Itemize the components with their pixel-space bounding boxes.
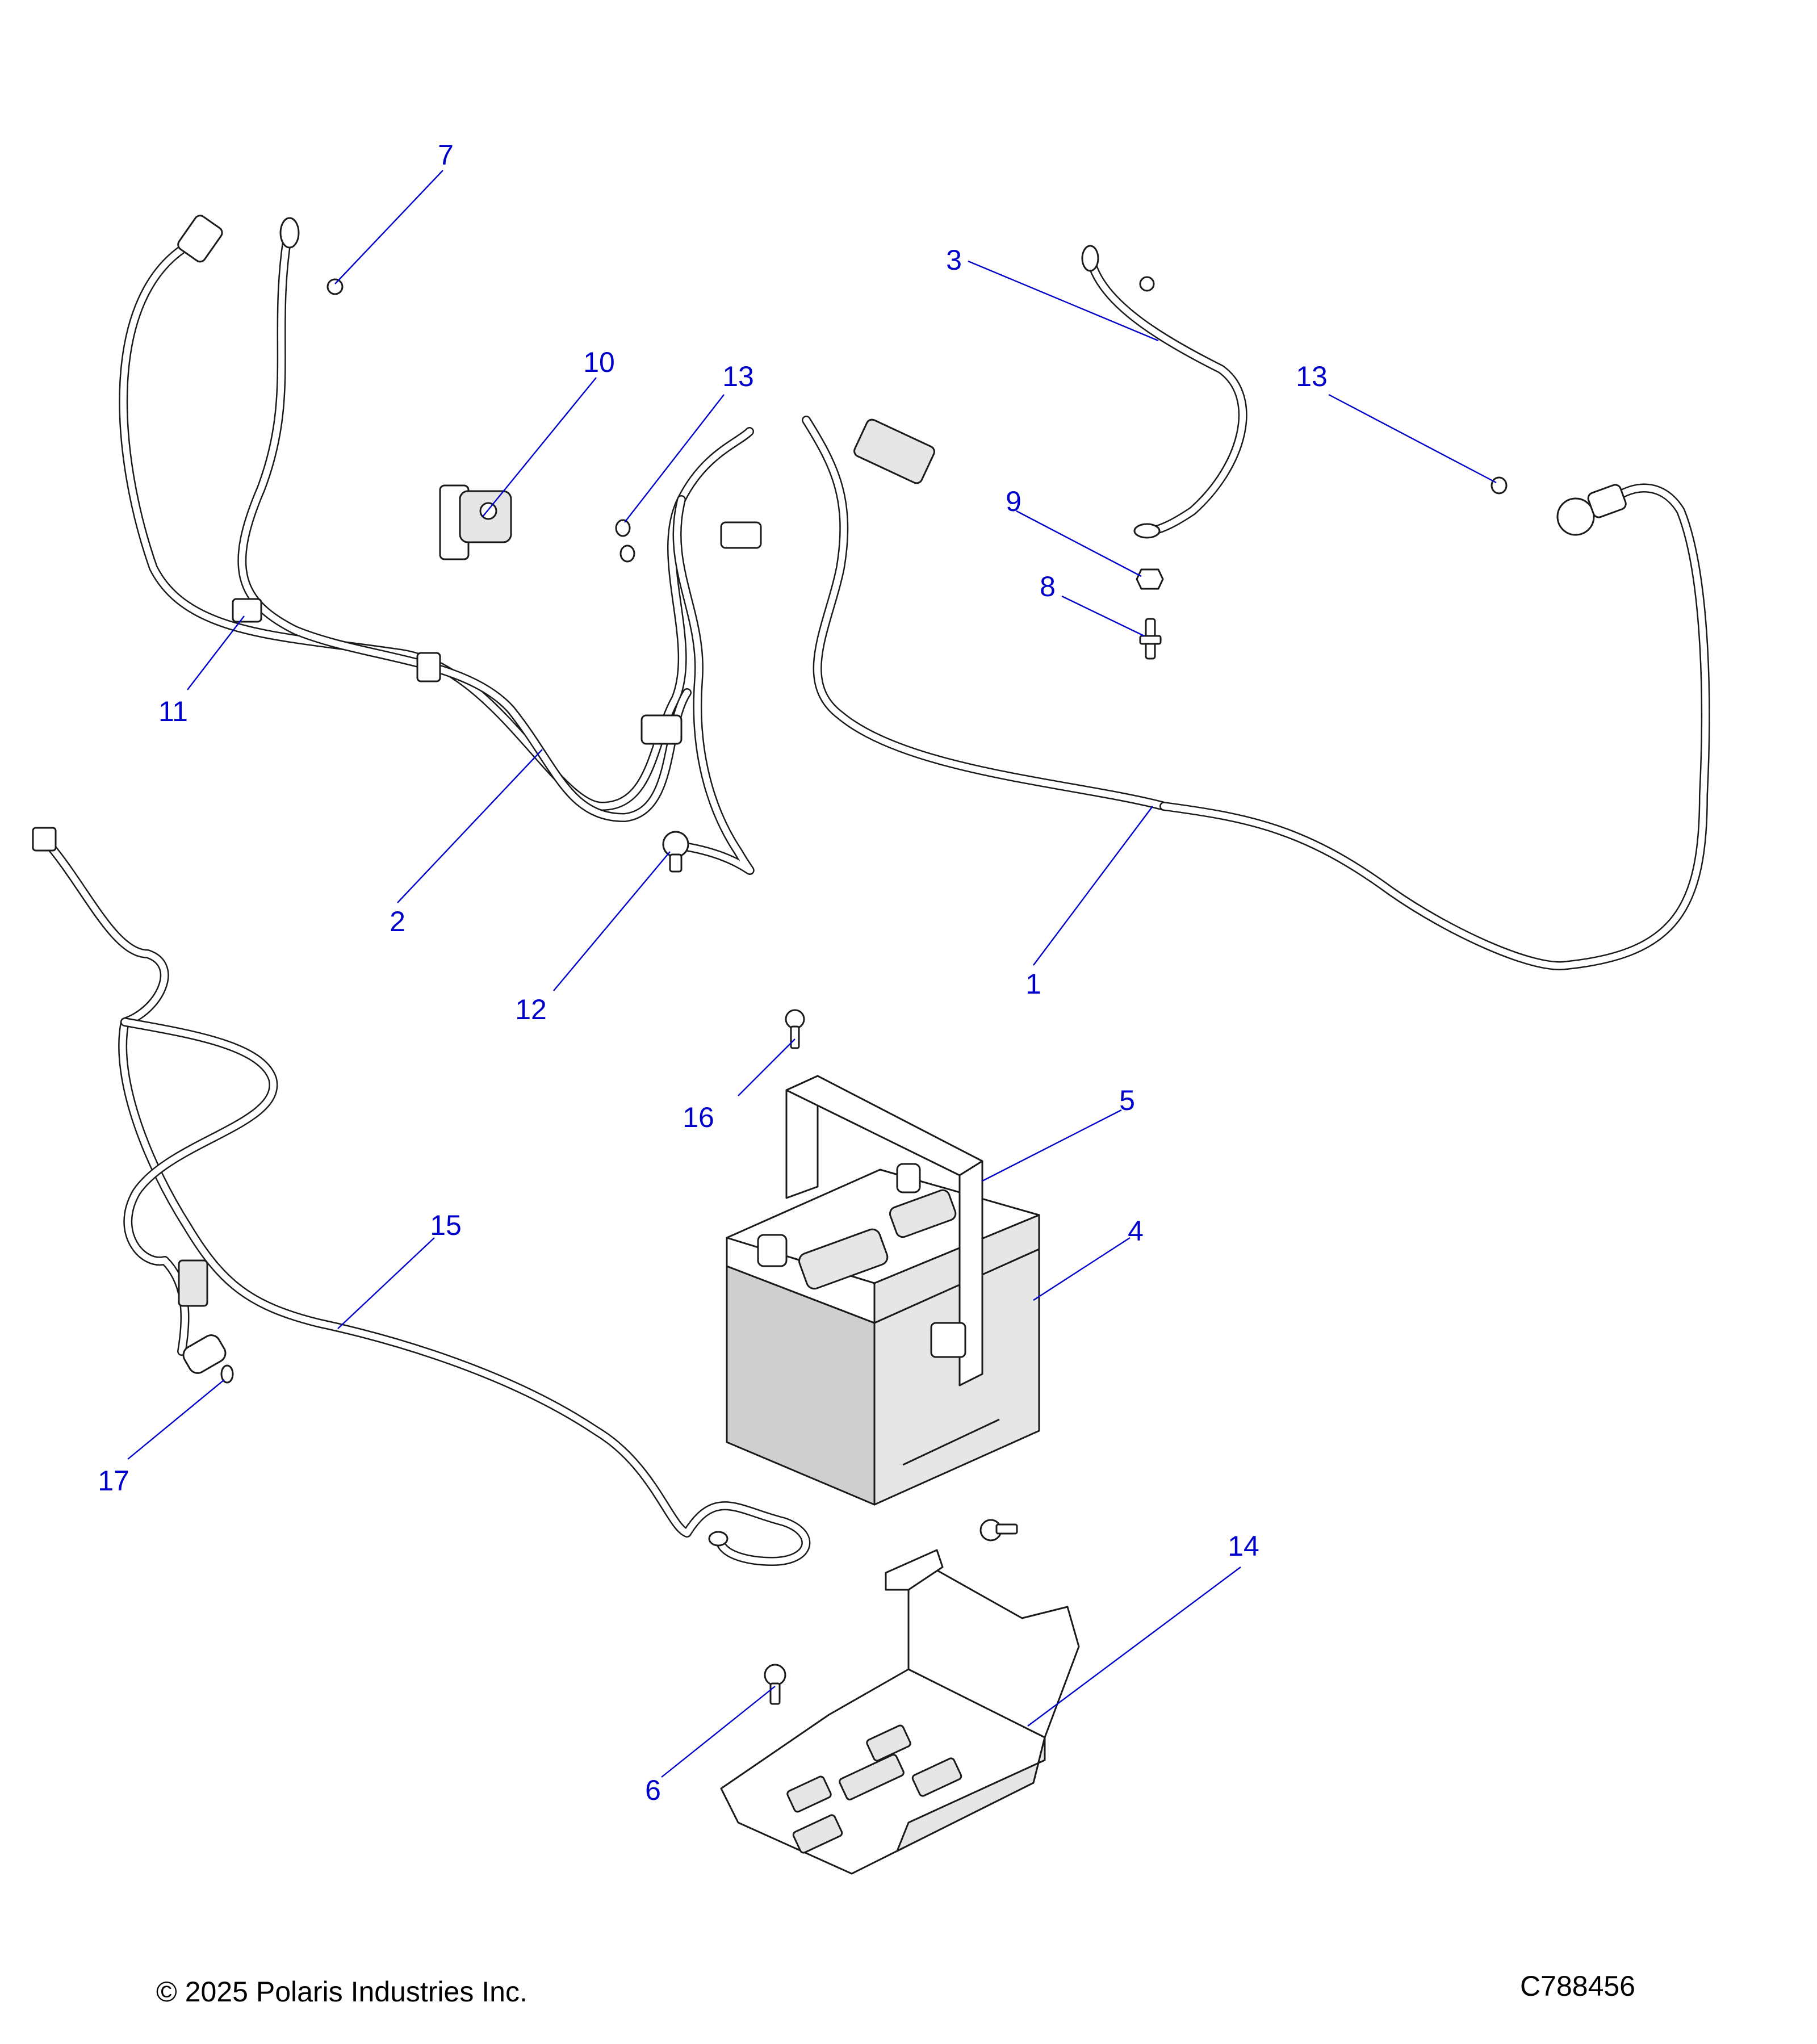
leader-8: [1061, 595, 1145, 637]
callout-16: 16: [683, 1101, 714, 1133]
leader-3: [968, 260, 1159, 342]
callout-17: 17: [98, 1465, 129, 1497]
callout-6: 6: [645, 1774, 661, 1806]
leader-4: [1033, 1237, 1131, 1301]
harness-cable-15: [32, 827, 811, 1566]
bolt-8: [1139, 618, 1162, 660]
relay-10: [439, 484, 512, 560]
leader-5: [982, 1109, 1122, 1182]
leader-12: [553, 851, 671, 991]
callout-8: 8: [1040, 571, 1056, 602]
footer: © 2025 Polaris Industries Inc. C788456: [156, 1970, 1635, 2008]
screw-6: [764, 1664, 786, 1705]
battery-4: [726, 1163, 1040, 1506]
leader-17: [127, 1379, 225, 1460]
callout-4: 4: [1128, 1215, 1144, 1247]
nut-7: [326, 278, 344, 295]
leader-14: [1027, 1566, 1241, 1727]
battery-tray-14: [720, 1549, 1080, 1875]
callout-14: 14: [1228, 1530, 1259, 1562]
callout-13-right: 13: [1296, 361, 1328, 392]
leader-2: [397, 749, 543, 903]
nut-9: [1136, 568, 1164, 590]
screw-top-bracket: [979, 1519, 1018, 1542]
nut-13-left-b: [619, 544, 635, 563]
harness-cable-2: [119, 215, 1169, 876]
leader-9: [1016, 510, 1142, 577]
nut-13-left-a: [615, 519, 631, 537]
battery-cable-1: [1159, 483, 1710, 970]
callout-10: 10: [583, 346, 615, 378]
copyright-text: © 2025 Polaris Industries Inc.: [156, 1976, 527, 2008]
leader-6: [661, 1686, 776, 1778]
nut-13-right: [1491, 476, 1508, 495]
hardware: [220, 278, 1508, 1705]
callout-12: 12: [515, 994, 547, 1025]
callout-3: 3: [946, 244, 962, 276]
screw-16: [785, 1009, 805, 1049]
diagram-id: C788456: [1520, 1970, 1635, 2002]
leader-10: [482, 377, 597, 517]
leader-1: [1033, 806, 1153, 966]
ground-cable-3: [1081, 245, 1247, 539]
callout-7: 7: [438, 139, 454, 171]
callout-labels: 1 2 3 4 5 6 7 8 9 10 11 12 13 13 14 15 1…: [98, 139, 1328, 1806]
callout-5: 5: [1119, 1084, 1135, 1116]
fastener-12: [662, 831, 689, 873]
leader-16: [738, 1038, 796, 1096]
callout-1: 1: [1025, 968, 1041, 1000]
callout-15: 15: [430, 1209, 462, 1241]
leader-15: [337, 1237, 435, 1329]
callout-9: 9: [1006, 485, 1021, 517]
callout-11: 11: [158, 696, 188, 727]
hold-down-strap-5: [785, 1075, 983, 1387]
callout-2: 2: [390, 906, 405, 937]
leader-11: [187, 615, 245, 690]
leader-13b: [1328, 393, 1497, 484]
leader-lines: [127, 170, 1497, 1778]
callout-13-left: 13: [722, 361, 754, 392]
plug-17: [220, 1364, 234, 1384]
leader-7: [334, 170, 443, 284]
leader-13a: [624, 394, 725, 523]
